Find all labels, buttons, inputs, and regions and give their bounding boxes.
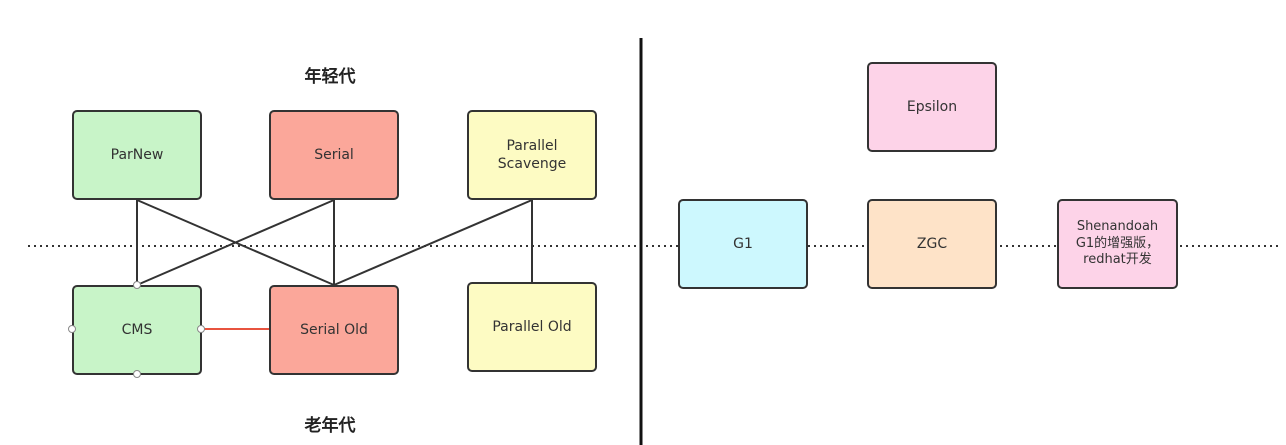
node-parallel-scavenge[interactable]: Parallel Scavenge — [467, 110, 597, 200]
node-parallel-old-label: Parallel Old — [492, 318, 572, 335]
node-g1-label: G1 — [733, 235, 753, 252]
young-generation-label: 年轻代 — [304, 67, 356, 87]
cms-right-handle[interactable] — [197, 325, 205, 333]
cms-left-handle[interactable] — [68, 325, 76, 333]
node-shenandoah[interactable]: Shenandoah G1的增强版， redhat开发 — [1057, 199, 1178, 289]
node-parallel-old[interactable]: Parallel Old — [467, 282, 597, 372]
edge-parallelscavenge-serialold — [333, 199, 533, 286]
cms-bottom-handle[interactable] — [133, 370, 141, 378]
node-serial-old[interactable]: Serial Old — [269, 285, 399, 375]
node-epsilon[interactable]: Epsilon — [867, 62, 997, 152]
node-zgc[interactable]: ZGC — [867, 199, 997, 289]
node-serial-label: Serial — [314, 146, 354, 163]
node-zgc-label: ZGC — [916, 235, 948, 252]
node-parnew-label: ParNew — [110, 146, 164, 163]
node-serial-old-label: Serial Old — [300, 321, 368, 338]
node-epsilon-label: Epsilon — [906, 98, 958, 115]
node-g1[interactable]: G1 — [678, 199, 808, 289]
node-cms-label: CMS — [121, 321, 153, 338]
edge-serial-cms — [136, 199, 335, 286]
node-shenandoah-label: Shenandoah G1的增强版， redhat开发 — [1075, 218, 1160, 268]
node-parnew[interactable]: ParNew — [72, 110, 202, 200]
node-serial[interactable]: Serial — [269, 110, 399, 200]
node-cms[interactable]: CMS — [72, 285, 202, 375]
old-generation-label: 老年代 — [304, 416, 356, 436]
cms-top-handle[interactable] — [133, 281, 141, 289]
node-parallel-scavenge-label: Parallel Scavenge — [497, 137, 567, 172]
